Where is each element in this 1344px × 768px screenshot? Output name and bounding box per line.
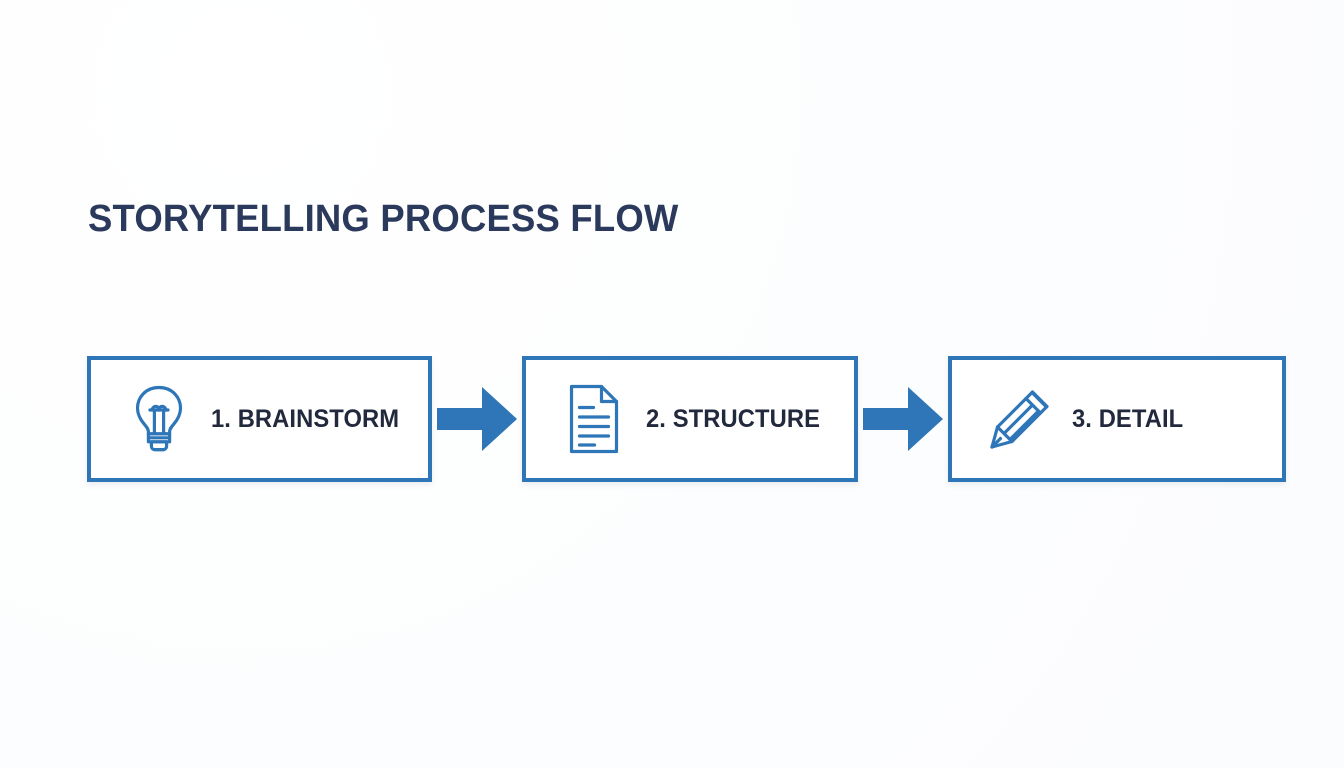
step-box-brainstorm[interactable]: 1. BRAINSTORM xyxy=(87,356,432,482)
step-label-brainstorm: 1. BRAINSTORM xyxy=(211,404,400,433)
page-title: STORYTELLING PROCESS FLOW xyxy=(88,198,679,240)
step-label-detail: 3. DETAIL xyxy=(1072,404,1184,433)
step-box-detail[interactable]: 3. DETAIL xyxy=(948,356,1286,482)
document-icon xyxy=(556,381,632,457)
process-flow-row: 1. BRAINSTORM xyxy=(87,356,1288,482)
arrow-right-icon xyxy=(432,369,522,469)
lightbulb-icon xyxy=(121,381,197,457)
step-box-structure[interactable]: 2. STRUCTURE xyxy=(522,356,858,482)
step-label-structure: 2. STRUCTURE xyxy=(646,404,821,433)
arrow-right-icon xyxy=(858,369,948,469)
pencil-icon xyxy=(982,381,1058,457)
